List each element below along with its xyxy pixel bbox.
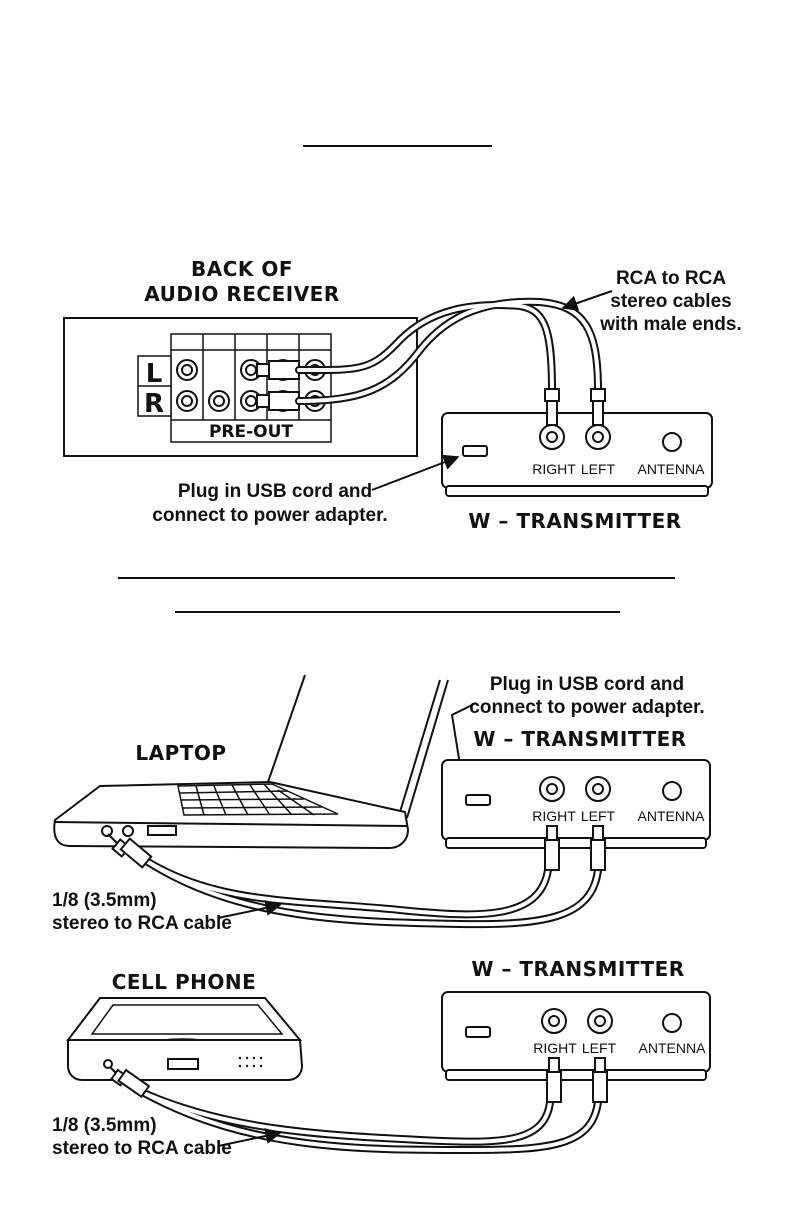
headphone-jack-icon bbox=[101, 825, 113, 837]
laptop-cable-arrow bbox=[217, 900, 282, 919]
usb-note-1-line1: Plug in USB cord and bbox=[178, 481, 372, 502]
phone-headphone-jack-icon bbox=[103, 1059, 113, 1069]
port-label-antenna: ANTENNA bbox=[638, 808, 706, 824]
usb-port-icon bbox=[462, 445, 488, 457]
laptop-usb-port-icon bbox=[147, 825, 177, 836]
antenna-port-icon bbox=[662, 781, 682, 801]
rca-plug-right-icon bbox=[256, 391, 300, 411]
receiver-title-line1: BACK OF bbox=[191, 257, 293, 281]
cables-note-line1: RCA to RCA bbox=[616, 268, 726, 289]
usb-note-1-line2: connect to power adapter. bbox=[152, 505, 387, 526]
rca-plug-icon bbox=[592, 1071, 608, 1103]
rca-jack-icon bbox=[176, 390, 198, 412]
rca-jack-left-icon bbox=[587, 1008, 613, 1034]
port-label-left: LEFT bbox=[581, 461, 616, 477]
port-label-antenna: ANTENNA bbox=[639, 1040, 707, 1056]
phone-cable-line1: 1/8 (3.5mm) bbox=[52, 1115, 157, 1136]
rca-plug-left-icon bbox=[256, 360, 300, 380]
transmitter-3: RIGHT LEFT ANTENNA bbox=[441, 991, 711, 1103]
port-label-antenna: ANTENNA bbox=[638, 461, 706, 477]
laptop-cable-line1: 1/8 (3.5mm) bbox=[52, 890, 157, 911]
phone-cable-line2: stereo to RCA cable bbox=[52, 1138, 232, 1159]
phone-title: CELL PHONE bbox=[112, 970, 257, 994]
laptop-keyboard bbox=[177, 783, 339, 816]
phone-cable-arrow bbox=[217, 1128, 282, 1147]
speaker-grille-icon bbox=[238, 1056, 263, 1068]
laptop-section: LAPTOP bbox=[52, 674, 602, 934]
port-label-left: LEFT bbox=[582, 1040, 617, 1056]
usb-note-2-line2: connect to power adapter. bbox=[469, 697, 704, 718]
antenna-port-icon bbox=[662, 1013, 682, 1033]
transmitter-2-title: W – TRANSMITTER bbox=[473, 727, 686, 751]
rca-jack-icon bbox=[176, 359, 198, 381]
receiver-back-panel bbox=[63, 317, 418, 457]
cables-note-line3: with male ends. bbox=[599, 314, 741, 335]
port-label-right: RIGHT bbox=[532, 461, 576, 477]
rca-jack-right-icon bbox=[541, 1008, 567, 1034]
cables-note-arrow bbox=[561, 290, 613, 311]
rca-plug-icon bbox=[590, 839, 606, 871]
rca-plug-icon bbox=[590, 388, 606, 402]
rca-plug-icon bbox=[544, 839, 560, 871]
rca-jack-icon bbox=[208, 390, 230, 412]
preout-label: PRE-OUT bbox=[209, 422, 293, 442]
rca-jack-right-icon bbox=[539, 776, 565, 802]
channel-right-label: R bbox=[144, 389, 164, 419]
rca-jack-left-icon bbox=[585, 776, 611, 802]
rca-plug-icon bbox=[544, 388, 560, 402]
stereo-plug-icon bbox=[107, 833, 153, 869]
port-label-right: RIGHT bbox=[532, 808, 576, 824]
laptop-cable-line2: stereo to RCA cable bbox=[52, 913, 232, 934]
phone-charge-port-icon bbox=[167, 1058, 199, 1070]
cables-note-line2: stereo cables bbox=[610, 291, 731, 312]
usb-note-2-line1: Plug in USB cord and bbox=[490, 674, 684, 695]
channel-left-label: L bbox=[146, 359, 163, 389]
transmitter-3-title: W – TRANSMITTER bbox=[471, 957, 684, 981]
rca-jack-left-icon bbox=[585, 424, 611, 450]
receiver-section: BACK OF AUDIO RECEIVER L R PRE-OUT bbox=[63, 257, 418, 457]
laptop-title: LAPTOP bbox=[135, 741, 226, 765]
receiver-title-line2: AUDIO RECEIVER bbox=[144, 282, 340, 306]
phone-section: CELL PHONE 1/8 (3.5mm) stereo to RCA cab… bbox=[52, 970, 602, 1159]
antenna-port-icon bbox=[662, 432, 682, 452]
port-label-right: RIGHT bbox=[533, 1040, 577, 1056]
transmitter-2: RIGHT LEFT ANTENNA bbox=[441, 759, 711, 871]
rca-plug-icon bbox=[546, 1071, 562, 1103]
port-label-left: LEFT bbox=[581, 808, 616, 824]
stereo-plug-icon bbox=[109, 1066, 151, 1099]
transmitter-1: RIGHT LEFT ANTENNA bbox=[441, 388, 713, 497]
usb-port-icon bbox=[465, 1026, 491, 1038]
transmitter-1-title: W – TRANSMITTER bbox=[468, 509, 681, 533]
rca-jack-right-icon bbox=[539, 424, 565, 450]
usb-port-icon bbox=[465, 794, 491, 806]
usb-note-1-arrow bbox=[371, 454, 460, 491]
